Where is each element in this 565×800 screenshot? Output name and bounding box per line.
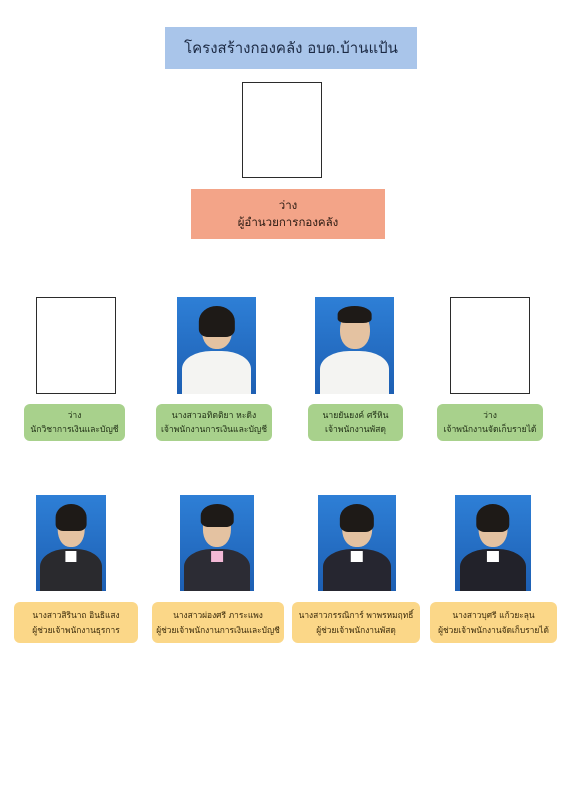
row2-box-2: นางสาวผ่องศรี ภาระแพง ผู้ช่วยเจ้าพนักงาน… — [152, 602, 284, 643]
row2-photo-1 — [36, 495, 106, 591]
director-position: ผู้อำนวยการกองคลัง — [237, 215, 339, 229]
director-photo-placeholder — [242, 82, 322, 178]
row2-photo-2 — [180, 495, 254, 591]
row1-position-1: นักวิชาการเงินและบัญชี — [30, 424, 119, 435]
row2-position-3: ผู้ช่วยเจ้าพนักงานพัสดุ — [316, 624, 396, 635]
row1-box-4: ว่าง เจ้าพนักงานจัดเก็บรายได้ — [437, 404, 543, 441]
row1-photo-3 — [315, 297, 394, 394]
row2-name-2: นางสาวผ่องศรี ภาระแพง — [173, 609, 263, 620]
row2-name-3: นางสาวกรรณิการ์ พาพรหมฤทธิ์ — [298, 609, 414, 620]
row1-position-4: เจ้าพนักงานจัดเก็บรายได้ — [443, 424, 537, 435]
chart-title: โครงสร้างกองคลัง อบต.บ้านแป้น — [165, 27, 417, 69]
row1-box-2: นางสาวอทิตติยา หะดิง เจ้าพนักงานการเงินแ… — [156, 404, 272, 441]
row2-photo-4 — [455, 495, 531, 591]
row1-box-3: นายยันยงค์ ศรีหิน เจ้าพนักงานพัสดุ — [308, 404, 403, 441]
director-name: ว่าง — [278, 198, 298, 212]
row1-photo-placeholder-1 — [36, 297, 116, 394]
row1-name-2: นางสาวอทิตติยา หะดิง — [171, 410, 257, 421]
row2-box-3: นางสาวกรรณิการ์ พาพรหมฤทธิ์ ผู้ช่วยเจ้าพ… — [292, 602, 420, 643]
row2-photo-3 — [318, 495, 396, 591]
row2-box-1: นางสาวสิรินาถ อินธิแสง ผู้ช่วยเจ้าพนักงา… — [14, 602, 138, 643]
row1-position-2: เจ้าพนักงานการเงินและบัญชี — [160, 424, 268, 435]
row1-photo-2 — [177, 297, 256, 394]
row1-position-3: เจ้าพนักงานพัสดุ — [325, 424, 386, 435]
row2-name-4: นางสาวบุศรี แก้วยะลุน — [452, 609, 535, 620]
row2-name-1: นางสาวสิรินาถ อินธิแสง — [32, 609, 120, 620]
row1-box-1: ว่าง นักวิชาการเงินและบัญชี — [24, 404, 125, 441]
row1-name-4: ว่าง — [483, 410, 497, 421]
row2-position-1: ผู้ช่วยเจ้าพนักงานธุรการ — [32, 624, 120, 635]
row2-position-4: ผู้ช่วยเจ้าพนักงานจัดเก็บรายได้ — [438, 624, 549, 635]
row1-name-1: ว่าง — [67, 410, 82, 421]
row1-photo-placeholder-4 — [450, 297, 530, 394]
director-box: ว่าง ผู้อำนวยการกองคลัง — [191, 189, 385, 239]
row2-position-2: ผู้ช่วยเจ้าพนักงานการเงินและบัญชี — [156, 624, 280, 635]
row1-name-3: นายยันยงค์ ศรีหิน — [322, 410, 389, 421]
row2-box-4: นางสาวบุศรี แก้วยะลุน ผู้ช่วยเจ้าพนักงาน… — [430, 602, 557, 643]
